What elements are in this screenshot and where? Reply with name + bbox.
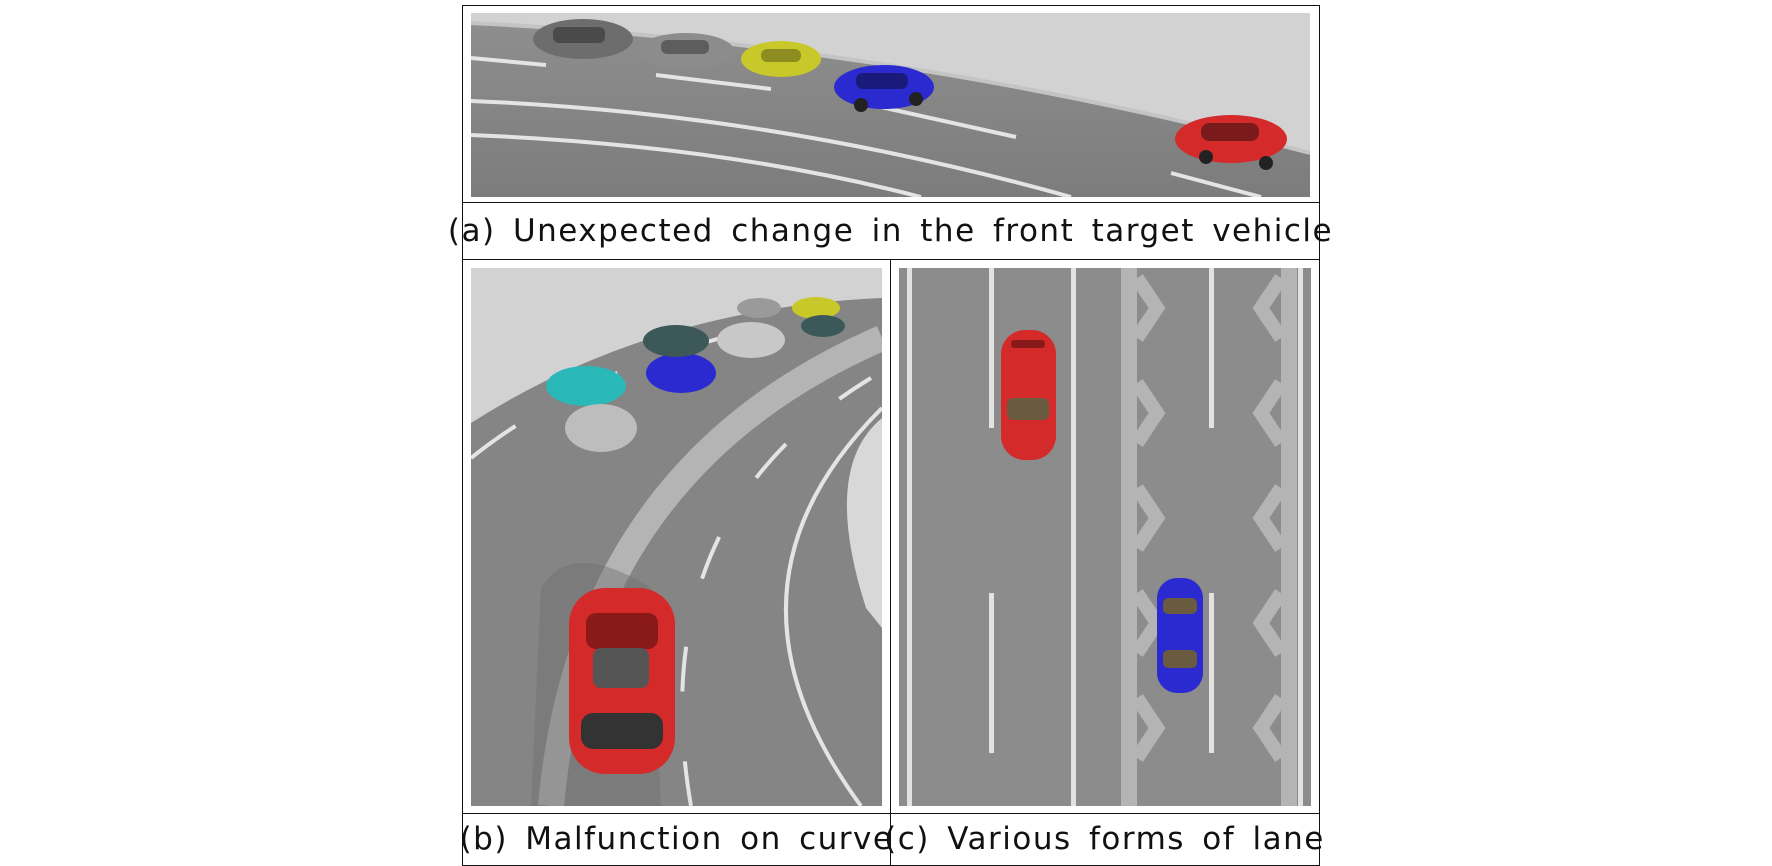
cyan-car-icon xyxy=(546,366,626,406)
dark-green-car-icon xyxy=(801,315,845,337)
grey-car-icon xyxy=(533,19,633,59)
panel-c-image xyxy=(899,268,1311,806)
panel-a-image xyxy=(471,13,1310,197)
grey-car-icon xyxy=(737,298,781,318)
red-car-icon xyxy=(1175,115,1287,170)
panel-c-image-cell xyxy=(890,259,1320,815)
panel-a-caption-cell: (a) Unexpected change in the front targe… xyxy=(447,202,1334,261)
dark-green-car-icon xyxy=(643,325,709,357)
panel-b-image-cell xyxy=(462,259,892,815)
panel-c-caption: (c) Various forms of lane xyxy=(884,821,1325,857)
panel-a-caption: (a) Unexpected change in the front targe… xyxy=(447,213,1334,249)
yellow-car-icon xyxy=(741,41,821,77)
blue-car-icon xyxy=(1157,578,1203,693)
figure: (a) Unexpected change in the front targe… xyxy=(447,5,1334,866)
blue-car-icon xyxy=(834,65,934,112)
panel-b-caption: (b) Malfunction on curve xyxy=(459,821,894,857)
panel-c-caption-cell: (c) Various forms of lane xyxy=(884,813,1325,866)
red-car-icon xyxy=(1001,330,1056,460)
panel-a-image-cell xyxy=(462,5,1320,204)
blue-car-icon xyxy=(646,353,716,393)
silver-car-icon xyxy=(565,404,637,452)
yellow-car-icon xyxy=(792,297,840,319)
silver-car-icon xyxy=(717,322,785,358)
silver-car-icon xyxy=(638,33,734,69)
panel-b-caption-cell: (b) Malfunction on curve xyxy=(459,813,894,866)
red-suv-icon xyxy=(531,563,675,806)
panel-b-image xyxy=(471,268,882,806)
